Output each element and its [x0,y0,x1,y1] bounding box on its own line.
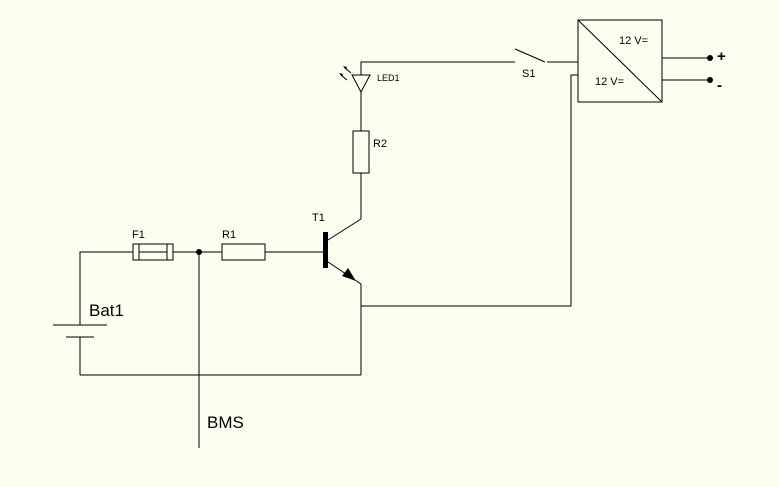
led-label: LED1 [377,73,400,83]
transistor-base-bar [323,232,328,268]
converter-diagonal [577,19,663,103]
fuse-symbol [132,243,174,261]
led-symbol [339,66,371,94]
wire-battery-top [79,251,133,325]
led-ray-2-head [339,73,343,77]
switch-s1 [514,48,546,63]
terminal-plus-dot [707,55,713,61]
converter-box [577,19,663,103]
terminal-plus-label: + [717,48,726,65]
junction-dot [196,249,202,255]
terminal-minus-label: - [717,77,722,94]
fuse-body [132,243,174,261]
transistor-symbol [323,218,362,285]
converter-input-label: 12 V= [595,76,624,88]
led-triangle [351,74,371,94]
resistor-r1 [221,243,266,261]
wire-led-top [360,61,515,75]
resistor-r2 [352,130,370,174]
fuse-label: F1 [132,229,145,241]
transistor-collector [327,218,362,241]
battery-label: Bat1 [89,301,124,320]
terminal-minus-dot [707,77,713,83]
wire-emitter-converter [361,74,578,307]
led-ray-1-head [343,66,347,70]
transistor-label: T1 [312,212,325,224]
resistor-r2-label: R2 [373,138,387,150]
transistor-emitter-arrow [342,268,356,281]
converter-output-label: 12 V= [619,35,648,47]
bms-label: BMS [207,413,244,432]
battery-symbol [53,324,107,338]
converter-symbol [577,19,663,103]
switch-label: S1 [522,68,535,80]
resistor-r1-label: R1 [222,229,236,241]
wires [79,57,710,448]
